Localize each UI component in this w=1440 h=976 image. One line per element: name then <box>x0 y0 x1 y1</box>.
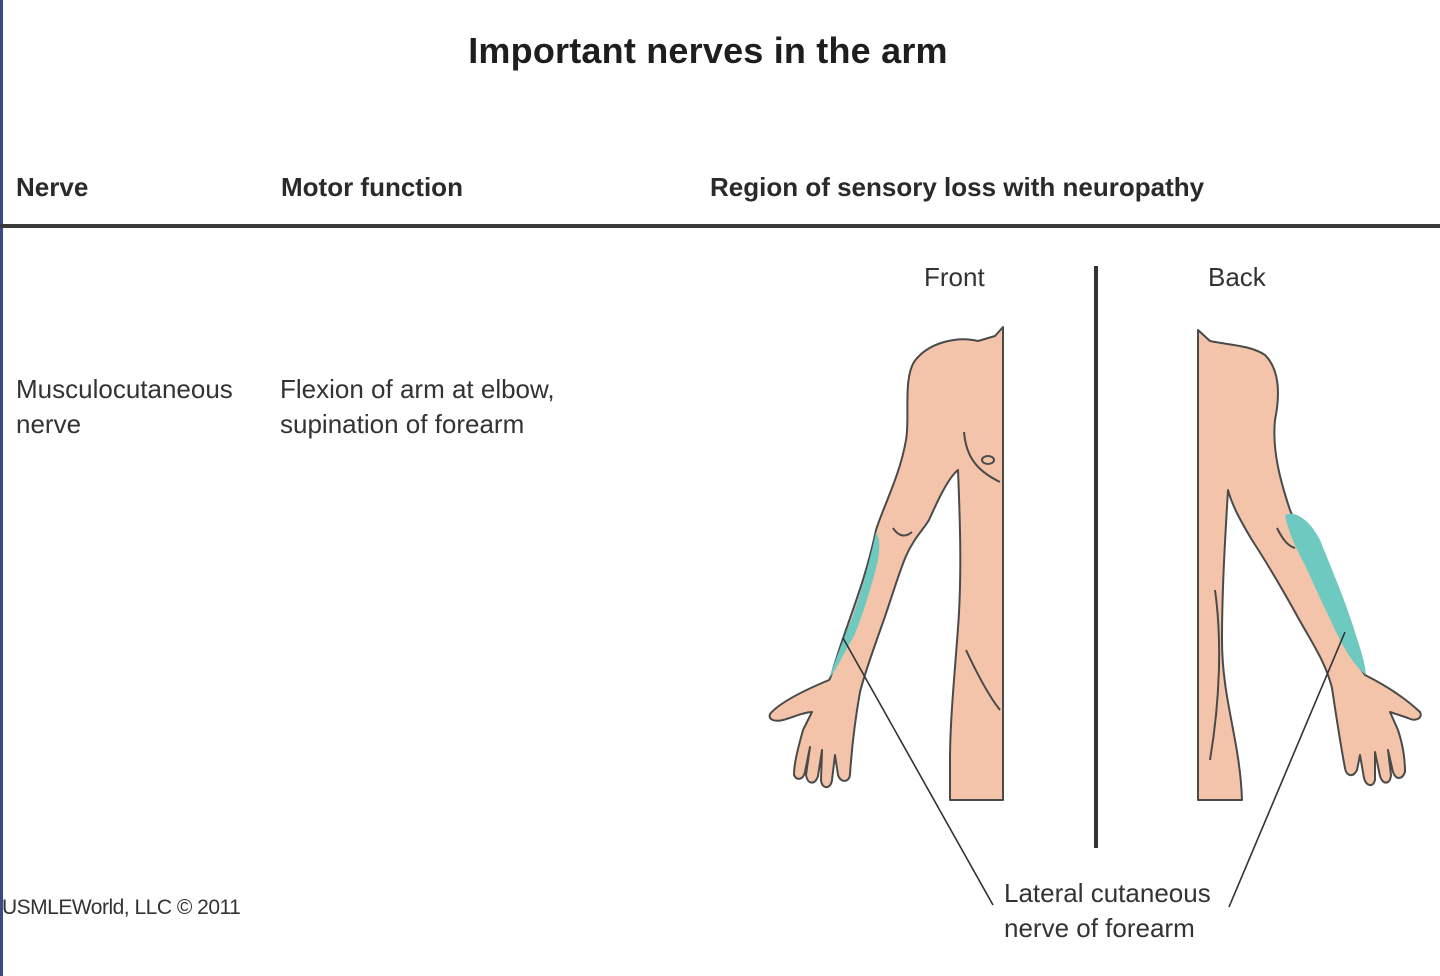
nerve-name-line2: nerve <box>16 409 82 439</box>
header-nerve: Nerve <box>16 172 89 202</box>
motor-function-cell: Flexion of arm at elbow, supination of f… <box>280 372 555 442</box>
back-view-label: Back <box>1208 262 1266 292</box>
back-arm-figure <box>1197 329 1422 801</box>
left-border <box>0 0 3 976</box>
front-chest-contour <box>963 431 1001 483</box>
back-sensory-region <box>1285 513 1366 675</box>
page-title: Important nerves in the arm <box>468 30 948 71</box>
header-motor-function: Motor function <box>281 172 463 202</box>
back-side-contour <box>1209 589 1221 761</box>
front-view-label: Front <box>924 262 985 292</box>
front-leader-line <box>842 637 994 906</box>
front-abdomen-contour <box>965 649 1001 711</box>
front-arm-skin <box>768 326 1004 801</box>
front-nipple <box>981 455 995 465</box>
callout-line1: Lateral cutaneous <box>1004 878 1211 908</box>
front-arm-figure <box>768 326 1004 801</box>
front-elbow-crease <box>892 527 913 537</box>
front-sensory-region <box>829 532 880 678</box>
callout-caption: Lateral cutaneous nerve of forearm <box>1004 876 1211 946</box>
motor-function-line2: supination of forearm <box>280 409 525 439</box>
nerve-name-line1: Musculocutaneous <box>16 374 233 404</box>
motor-function-line1: Flexion of arm at elbow, <box>280 374 555 404</box>
copyright-notice: USMLEWorld, LLC © 2011 <box>2 896 241 919</box>
nerve-name-cell: Musculocutaneous nerve <box>16 372 233 442</box>
back-elbow-crease <box>1276 527 1296 549</box>
header-sensory-region: Region of sensory loss with neuropathy <box>710 172 1205 202</box>
back-leader-line <box>1228 631 1346 908</box>
header-divider <box>0 224 1440 228</box>
callout-line2: nerve of forearm <box>1004 913 1195 943</box>
